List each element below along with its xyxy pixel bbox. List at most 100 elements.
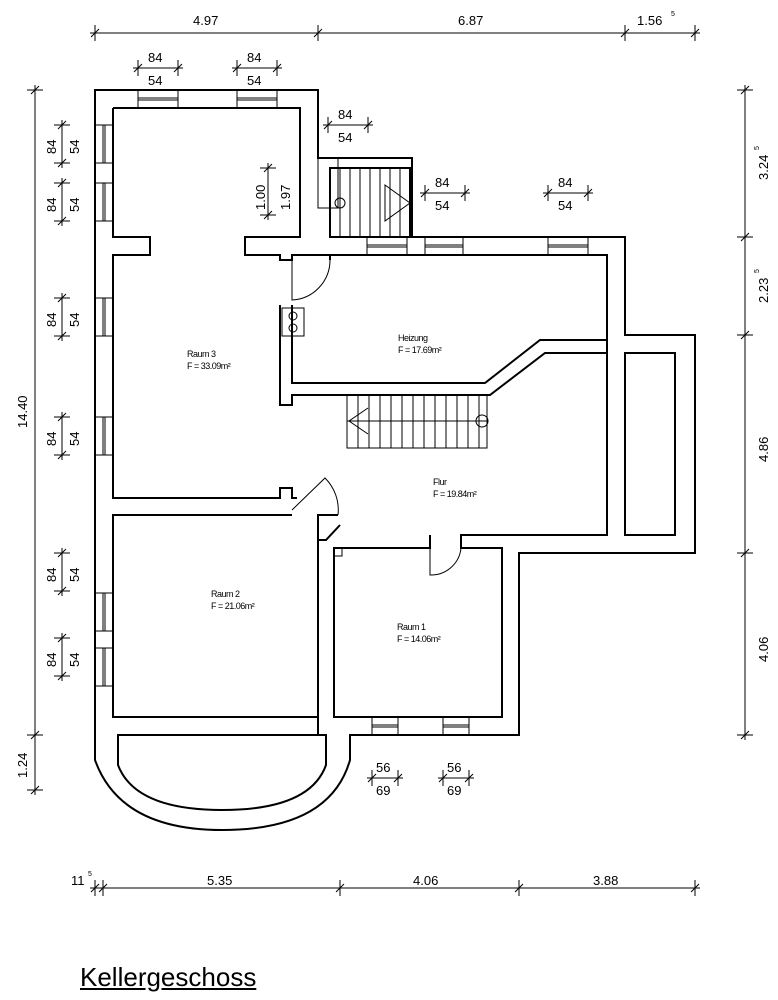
dim-sup: 5 bbox=[754, 269, 761, 273]
window-dim-inner: 54 bbox=[558, 198, 572, 213]
room-area: F = 21.06m² bbox=[211, 601, 255, 611]
dim-stair: 1.97 bbox=[278, 185, 293, 210]
dimension-slash bbox=[57, 120, 67, 130]
window bbox=[236, 89, 278, 109]
window bbox=[94, 182, 114, 222]
stair-start-circle bbox=[334, 197, 346, 209]
window-dim-outer: 84 bbox=[44, 198, 59, 212]
window-dim-inner: 54 bbox=[67, 432, 82, 446]
window-dim-inner: 54 bbox=[435, 198, 449, 213]
dimension-slash bbox=[57, 412, 67, 422]
dimension-slash bbox=[740, 548, 750, 558]
dimension-slash bbox=[393, 773, 403, 783]
dim-right: 2.23 bbox=[756, 278, 771, 303]
room-area: F = 19.84m² bbox=[433, 489, 477, 499]
dim-right: 4.06 bbox=[756, 637, 771, 662]
window-dim-inner: 54 bbox=[67, 653, 82, 667]
dimension-slash bbox=[57, 671, 67, 681]
dim-bottom: 11 bbox=[71, 873, 85, 888]
window-dim-inner: 54 bbox=[67, 568, 82, 582]
dim-sup: 5 bbox=[671, 11, 675, 18]
window-dim-outer: 84 bbox=[558, 175, 572, 190]
dimension-slash bbox=[30, 730, 40, 740]
stair-arrow bbox=[348, 407, 369, 435]
windows bbox=[94, 89, 589, 736]
dimension-slash bbox=[514, 883, 524, 893]
window bbox=[366, 236, 408, 256]
window bbox=[442, 716, 470, 736]
dimension-slash bbox=[57, 450, 67, 460]
window bbox=[371, 716, 399, 736]
window bbox=[137, 89, 179, 109]
dim-sup: 5 bbox=[88, 871, 92, 878]
window-dim-inner: 54 bbox=[338, 130, 352, 145]
dim-bottom: 3.88 bbox=[593, 873, 618, 888]
dimension-slash bbox=[460, 188, 470, 198]
dimension-slash bbox=[232, 63, 242, 73]
dimension-slash bbox=[543, 188, 553, 198]
dimension-slash bbox=[57, 633, 67, 643]
outer-walls bbox=[94, 89, 696, 832]
room-area: F = 14.06m² bbox=[397, 634, 441, 644]
dimension-slash bbox=[690, 28, 700, 38]
dimension-slash bbox=[335, 883, 345, 893]
dimension-slash bbox=[263, 163, 273, 173]
room-name: Raum 3 bbox=[187, 349, 216, 359]
dimension-slash bbox=[272, 63, 282, 73]
dimension-slash bbox=[57, 548, 67, 558]
dimension-slash bbox=[30, 785, 40, 795]
window bbox=[94, 647, 114, 687]
room-name: Flur bbox=[433, 477, 447, 487]
window-dim-inner: 69 bbox=[447, 783, 461, 798]
dim-sup: 5 bbox=[754, 146, 761, 150]
dim-top: 6.87 bbox=[458, 13, 483, 28]
dim-right: 4.86 bbox=[756, 437, 771, 462]
room-area: F = 33.09m² bbox=[187, 361, 231, 371]
window-dim-outer: 84 bbox=[44, 313, 59, 327]
dimension-slash bbox=[263, 210, 273, 220]
window bbox=[424, 236, 464, 256]
dim-left: 14.40 bbox=[15, 395, 30, 428]
dimension-slash bbox=[438, 773, 448, 783]
window-dim-outer: 84 bbox=[148, 50, 162, 65]
dimension-slash bbox=[57, 331, 67, 341]
window-dim-outer: 84 bbox=[338, 107, 352, 122]
dimension-slash bbox=[57, 586, 67, 596]
window bbox=[94, 297, 114, 337]
dimension-slash bbox=[740, 330, 750, 340]
dim-right: 3.24 bbox=[756, 155, 771, 180]
dimension-labels: 4.97 6.87 1.56 5 11 5 5.35 4.06 3.88 14.… bbox=[15, 11, 771, 888]
dimension-slash bbox=[133, 63, 143, 73]
dimension-slash bbox=[620, 28, 630, 38]
dim-top: 1.56 bbox=[637, 13, 662, 28]
dimension-slash bbox=[98, 883, 108, 893]
room-name: Heizung bbox=[398, 333, 428, 343]
dimension-slash bbox=[583, 188, 593, 198]
dim-bottom: 4.06 bbox=[413, 873, 438, 888]
dimension-slash bbox=[420, 188, 430, 198]
window-dim-inner: 54 bbox=[67, 140, 82, 154]
stair-arrow bbox=[384, 184, 411, 222]
room-area: F = 17.69m² bbox=[398, 345, 442, 355]
window-dim-inner: 54 bbox=[247, 73, 261, 88]
dimension-slash bbox=[173, 63, 183, 73]
dim-bottom: 5.35 bbox=[207, 873, 232, 888]
dimension-slash bbox=[30, 85, 40, 95]
window-dim-outer: 84 bbox=[435, 175, 449, 190]
dimension-slash bbox=[367, 773, 377, 783]
window bbox=[94, 124, 114, 164]
dimension-slash bbox=[313, 28, 323, 38]
room-walls bbox=[112, 107, 676, 812]
doors bbox=[281, 259, 462, 576]
window-dim-outer: 84 bbox=[44, 568, 59, 582]
dim-left: 1.24 bbox=[15, 753, 30, 778]
dimension-slash bbox=[740, 730, 750, 740]
dimension-slash bbox=[690, 883, 700, 893]
dimension-slash bbox=[90, 28, 100, 38]
window bbox=[547, 236, 589, 256]
dimension-slash bbox=[740, 232, 750, 242]
dimension-slash bbox=[90, 883, 100, 893]
stair-start-circle bbox=[475, 414, 489, 428]
